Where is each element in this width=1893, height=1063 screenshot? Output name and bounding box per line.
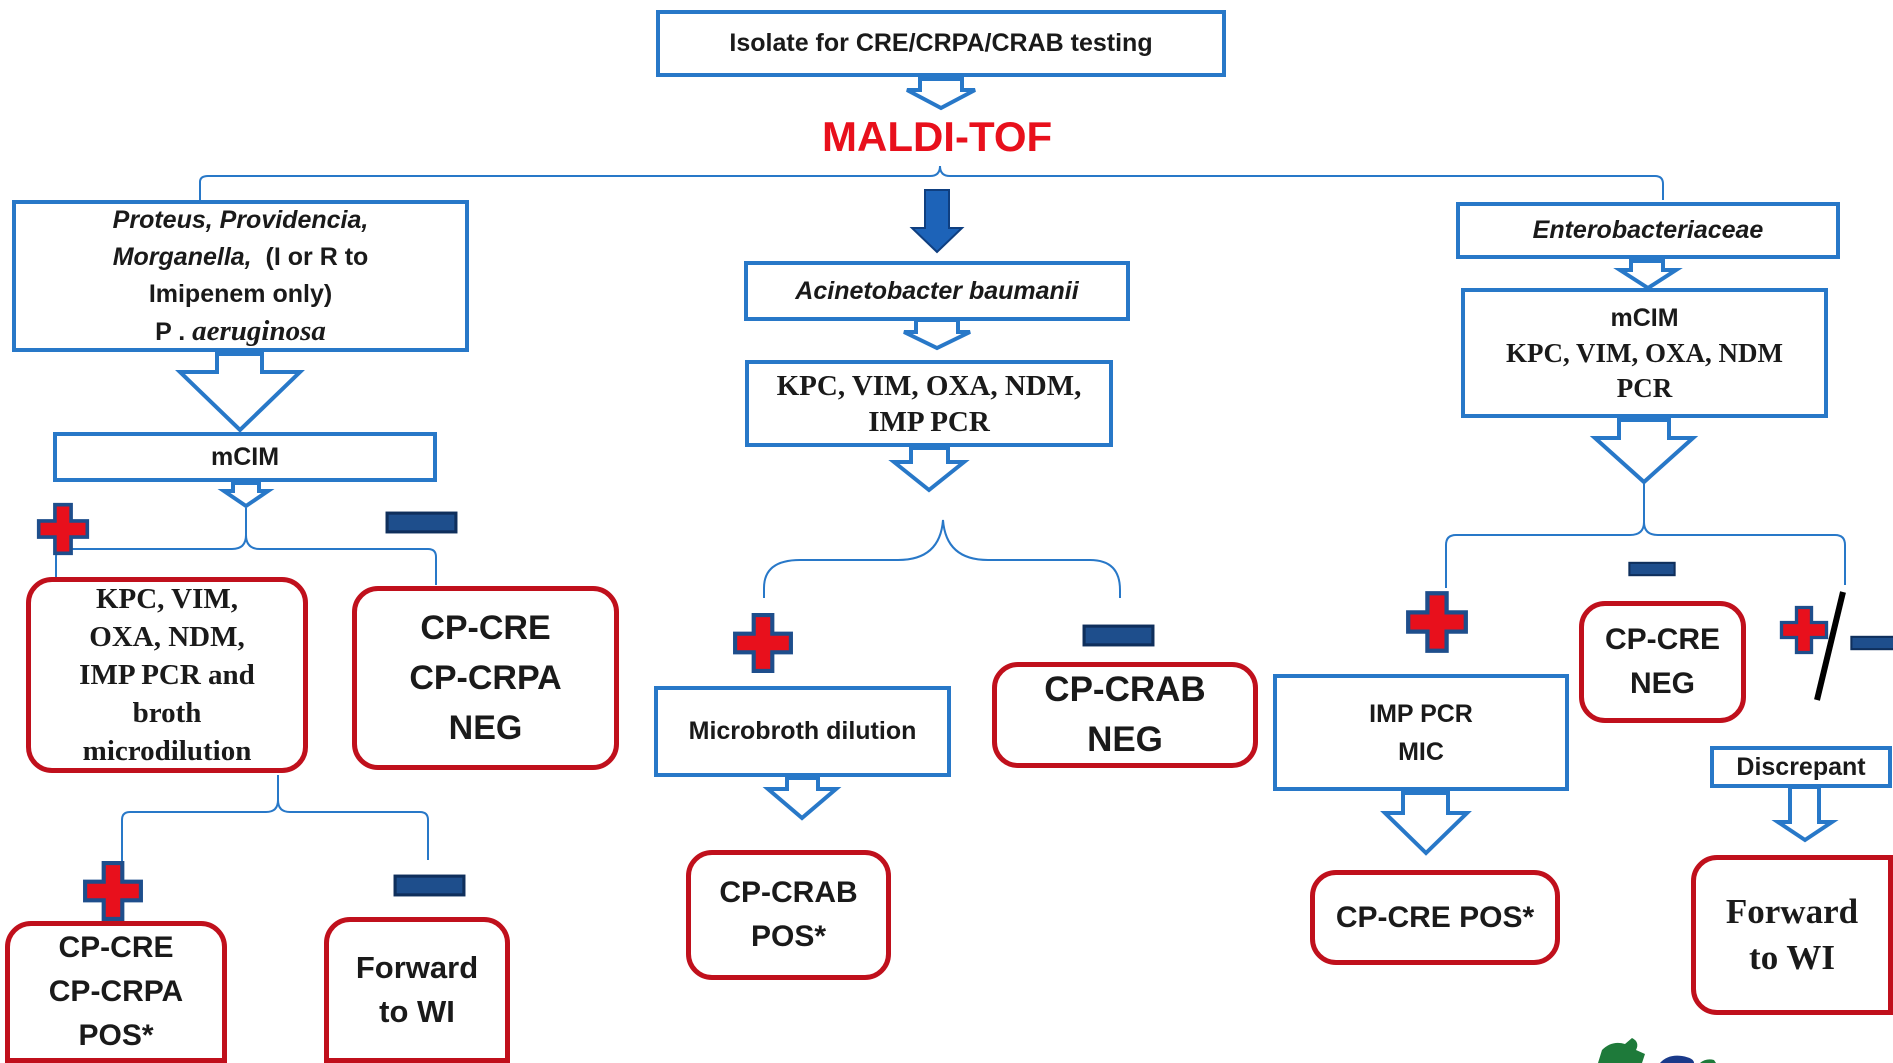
- arrow-right-to-mcim: [1613, 259, 1683, 291]
- right-neg-result-box: CP-CRE NEG: [1579, 601, 1746, 723]
- left-organism-line4a: P .: [155, 317, 193, 346]
- plus-icon: [1779, 605, 1829, 655]
- arrow-left-to-mcim: [175, 352, 305, 433]
- left-neg-line: CP-CRPA: [409, 659, 562, 697]
- right-discrepant-label: Discrepant: [1736, 752, 1866, 781]
- left-organism-line4b: aeruginosa: [192, 314, 326, 347]
- right-forward-box: Forward to WI: [1691, 855, 1893, 1015]
- middle-pcr-box: KPC, VIM, OXA, NDM, IMP PCR: [745, 360, 1113, 447]
- plus-icon: [1408, 593, 1466, 651]
- left-split-line: [55, 508, 437, 585]
- arrow-down-solid: [909, 189, 965, 254]
- right-organism-box: Enterobacteriaceae: [1456, 202, 1840, 259]
- right-imp-line: IMP PCR: [1369, 699, 1473, 728]
- middle-organism-box: Acinetobacter baumanii: [744, 261, 1130, 321]
- middle-pcr-line: IMP PCR: [868, 405, 990, 438]
- arrow-left-mcim-down: [217, 481, 275, 509]
- right-mcim-line: KPC, VIM, OXA, NDM: [1506, 337, 1783, 368]
- middle-neg-result-box: CP-CRAB NEG: [992, 662, 1258, 768]
- minus-icon: [1628, 561, 1676, 577]
- left-pcr-split-line: [121, 775, 429, 862]
- left-pcr-line: OXA, NDM,: [89, 621, 245, 653]
- left-forward-line: to WI: [379, 994, 455, 1029]
- left-pcr-line: broth: [132, 697, 202, 729]
- arrow-mid-pcr-down: [888, 446, 970, 493]
- arrow-right-imp-down: [1380, 791, 1472, 856]
- left-neg-line: CP-CRE: [420, 609, 551, 647]
- minus-icon: [1850, 635, 1893, 651]
- right-neg-line: CP-CRE: [1604, 623, 1720, 656]
- mid-brace: [763, 519, 1121, 598]
- right-forward-line: to WI: [1749, 938, 1835, 977]
- right-mcim-line: mCIM: [1610, 303, 1679, 332]
- right-imp-line: MIC: [1398, 737, 1444, 766]
- left-mcim-label: mCIM: [210, 442, 280, 471]
- left-organism-line1: Proteus, Providencia,: [112, 205, 369, 234]
- minus-icon: [1082, 624, 1155, 647]
- arrow-right-discrepant-down: [1771, 785, 1839, 843]
- left-pos-line: CP-CRE: [58, 931, 174, 964]
- start-box: Isolate for CRE/CRPA/CRAB testing: [656, 10, 1226, 77]
- arrow-start-to-maldi: [906, 77, 976, 111]
- plus-icon: [36, 502, 90, 556]
- plus-icon: [735, 615, 791, 671]
- left-neg-line: NEG: [448, 709, 523, 747]
- logo-icon: [1598, 1038, 1716, 1063]
- left-organism-line2b: (I or R to: [265, 242, 369, 271]
- top-brace: [199, 165, 1664, 200]
- middle-pos-result-box: CP-CRAB POS*: [686, 850, 891, 980]
- method-title: MALDI-TOF: [822, 113, 1053, 160]
- right-pos-result-box: CP-CRE POS*: [1310, 870, 1560, 965]
- left-pos-line: POS*: [78, 1019, 154, 1052]
- minus-icon: [393, 874, 466, 897]
- plus-icon: [85, 863, 141, 919]
- middle-microbroth-box: Microbroth dilution: [654, 686, 951, 777]
- left-pos-line: CP-CRPA: [48, 975, 184, 1008]
- middle-microbroth-label: Microbroth dilution: [688, 717, 917, 745]
- arrow-mid-to-pcr: [903, 318, 971, 351]
- middle-neg-line: CP-CRAB: [1044, 670, 1206, 709]
- right-organism-label: Enterobacteriaceae: [1532, 216, 1764, 244]
- arrow-mid-microbroth-down: [762, 776, 842, 821]
- arrow-right-mcim-down: [1589, 418, 1699, 485]
- right-neg-line: NEG: [1629, 667, 1695, 700]
- left-mcim-box: mCIM: [53, 432, 437, 482]
- middle-organism-label: Acinetobacter baumanii: [795, 276, 1079, 305]
- right-split-line: [1445, 484, 1846, 588]
- right-mcim-box: mCIM KPC, VIM, OXA, NDM PCR: [1461, 288, 1828, 418]
- minus-icon: [385, 511, 458, 534]
- left-pos-result-box: CP-CRE CP-CRPA POS*: [5, 921, 227, 1063]
- left-neg-result-box: CP-CRE CP-CRPA NEG: [352, 586, 619, 770]
- right-mcim-line: PCR: [1616, 372, 1673, 403]
- left-organism-box: Proteus, Providencia, Morganella, (I or …: [12, 200, 469, 352]
- middle-neg-line: NEG: [1087, 720, 1163, 759]
- left-forward-line: Forward: [355, 950, 479, 985]
- left-pcr-line: IMP PCR and: [79, 659, 255, 691]
- right-imp-box: IMP PCR MIC: [1273, 674, 1569, 791]
- right-discrepant-box: Discrepant: [1710, 746, 1892, 788]
- slash-divider: [1814, 591, 1846, 701]
- middle-pos-line: POS*: [750, 920, 827, 953]
- start-label: Isolate for CRE/CRPA/CRAB testing: [729, 29, 1153, 57]
- left-pcr-line: microdilution: [82, 735, 252, 767]
- middle-pos-line: CP-CRAB: [719, 876, 858, 909]
- left-pcr-box: KPC, VIM, OXA, NDM, IMP PCR and broth mi…: [26, 577, 308, 773]
- left-organism-line3: Imipenem only): [148, 279, 333, 308]
- right-forward-line: Forward: [1725, 892, 1859, 931]
- left-forward-box: Forward to WI: [324, 917, 510, 1063]
- middle-pcr-line: KPC, VIM, OXA, NDM,: [776, 369, 1082, 402]
- left-organism-line2: Morganella,: [112, 242, 252, 271]
- right-pos-label: CP-CRE POS*: [1335, 900, 1535, 934]
- left-pcr-line: KPC, VIM,: [95, 583, 239, 615]
